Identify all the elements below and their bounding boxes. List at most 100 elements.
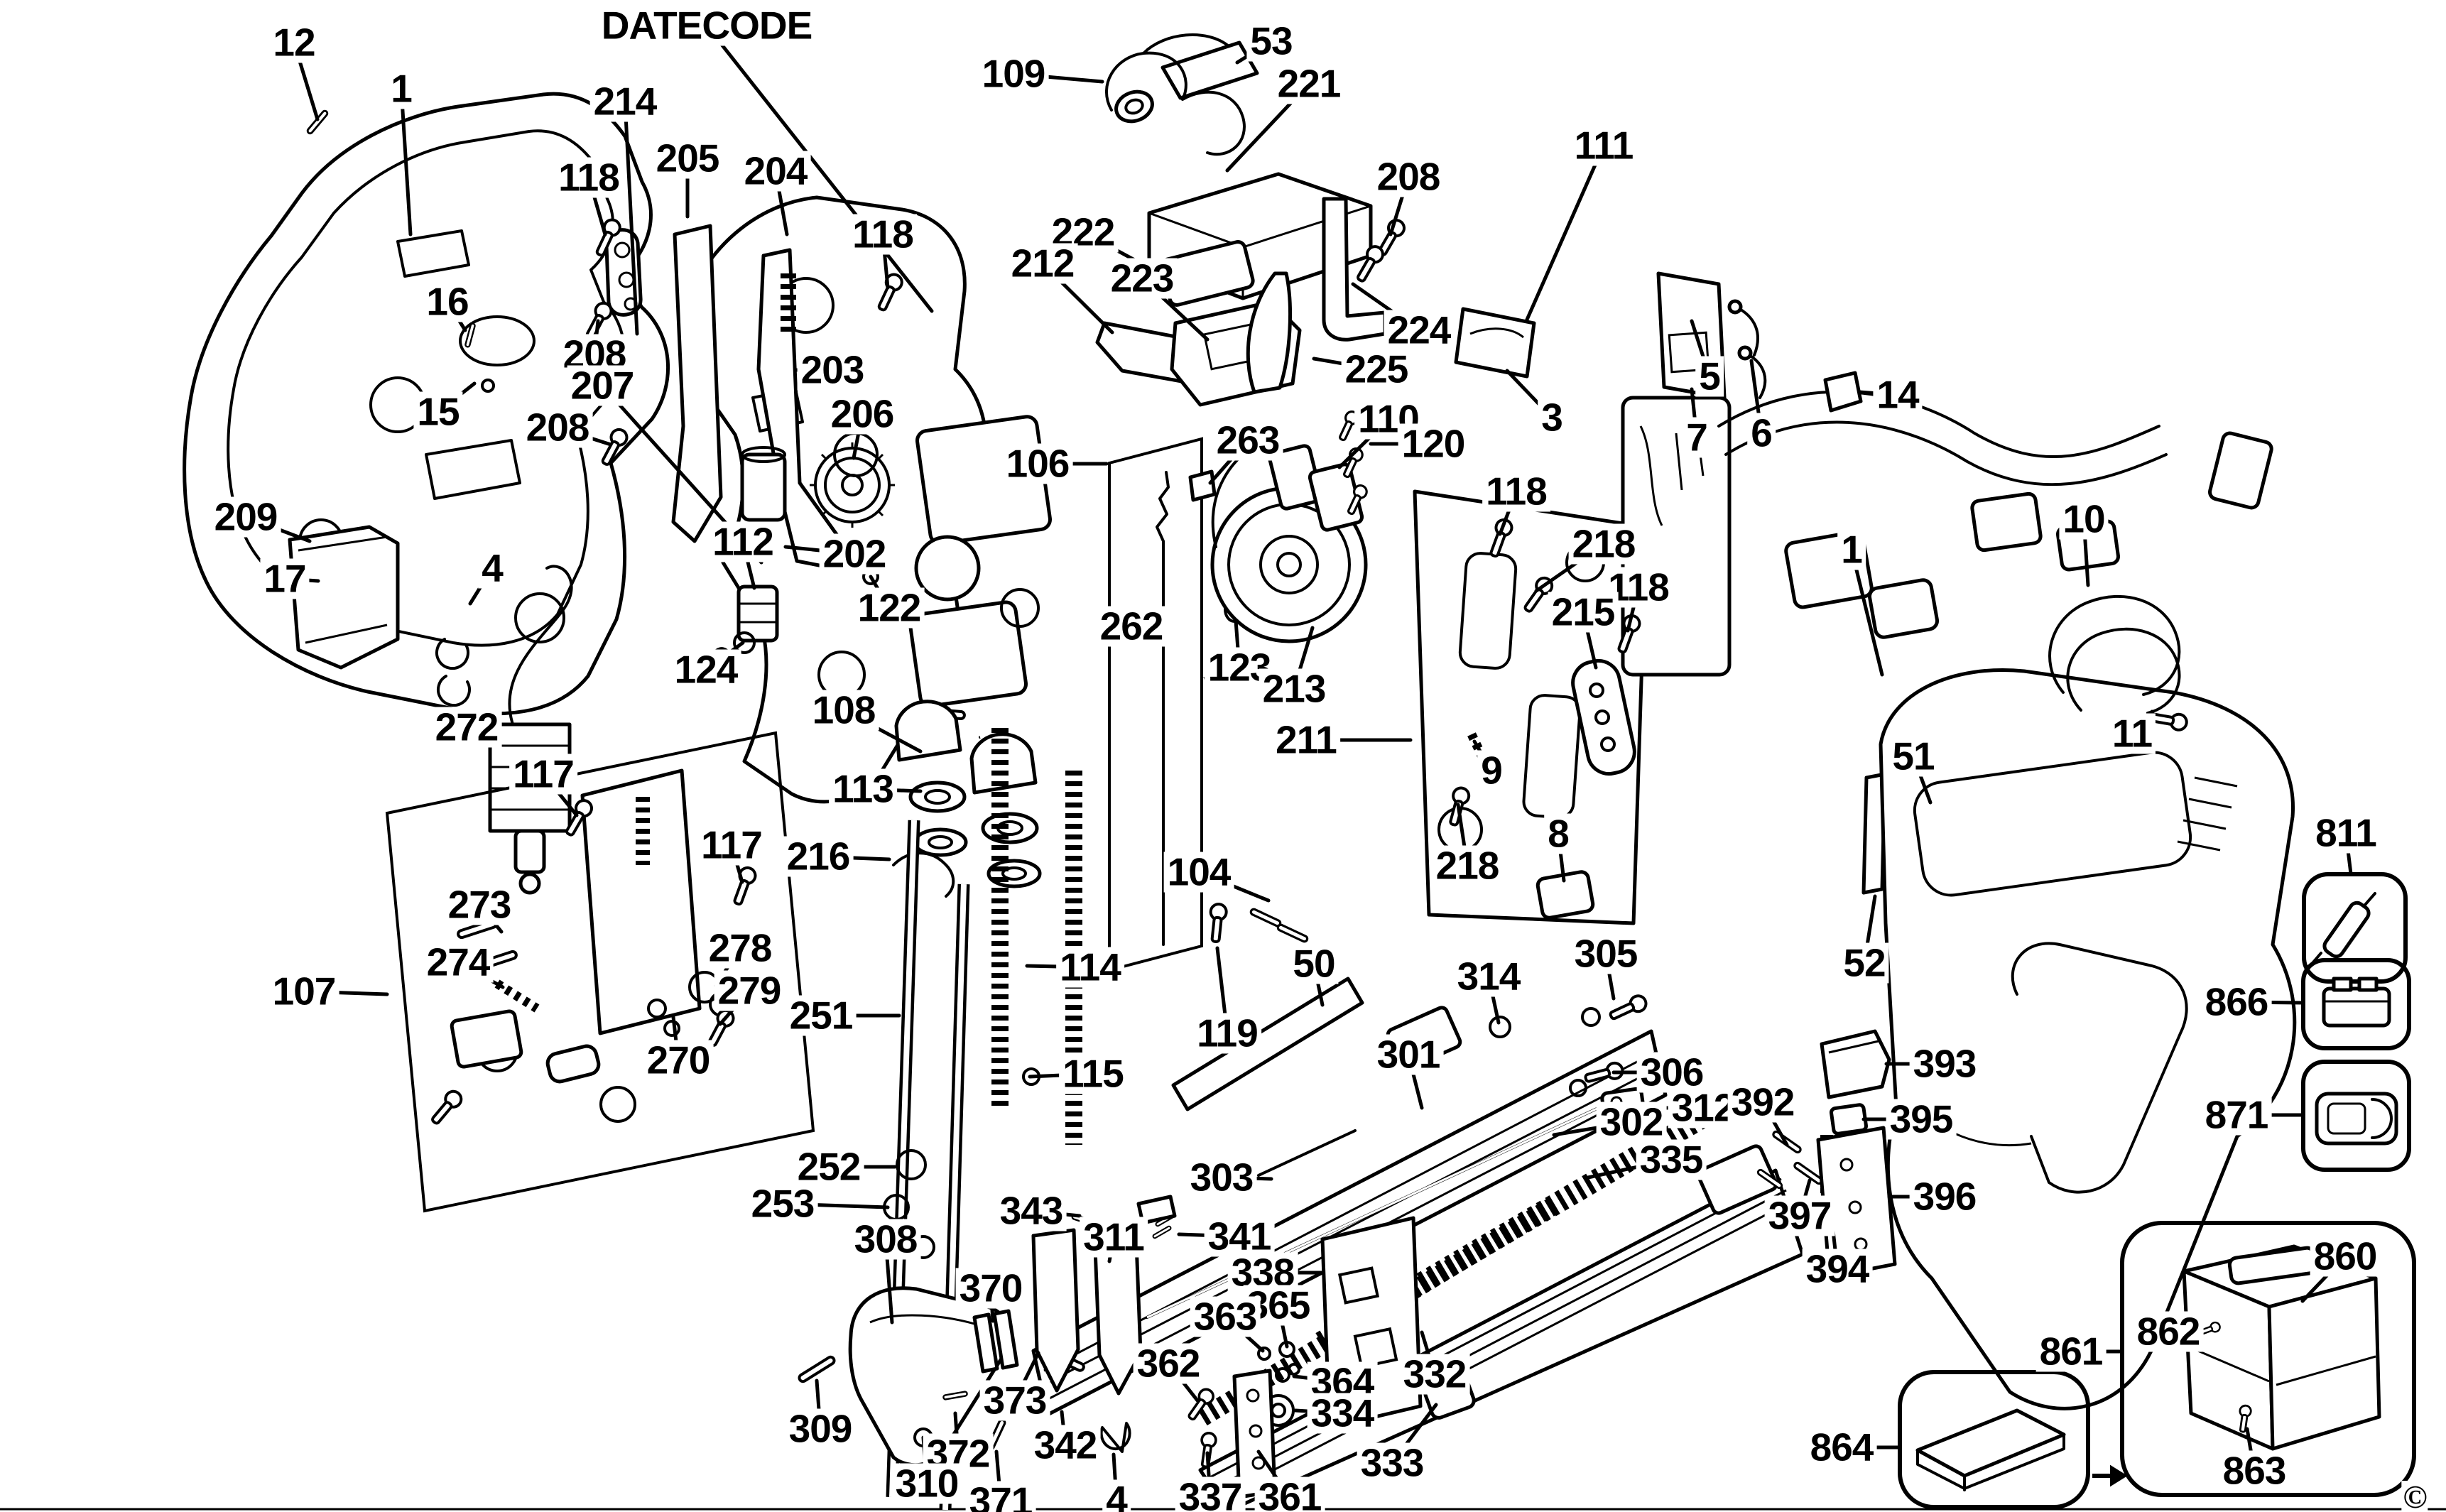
accessory-box-871	[2301, 1060, 2411, 1172]
part-callout-221: 221	[1273, 63, 1344, 104]
part-callout-206: 206	[827, 393, 898, 435]
part-callout-205: 205	[652, 138, 723, 179]
part-callout-301: 301	[1373, 1034, 1444, 1075]
part-callout-397: 397	[1764, 1195, 1835, 1236]
part-callout-4: 4	[1102, 1479, 1131, 1512]
part-callout-113: 113	[829, 768, 897, 810]
part-callout-15: 15	[413, 391, 463, 433]
part-callout-203: 203	[797, 349, 868, 391]
part-callout-370: 370	[955, 1268, 1026, 1309]
harness-111-drawing	[1268, 271, 2273, 776]
part-callout-311: 311	[1080, 1217, 1148, 1258]
leader-line-1	[399, 87, 413, 236]
part-callout-272: 272	[431, 707, 502, 748]
part-callout-51: 51	[1888, 736, 1938, 777]
part-callout-209: 209	[210, 496, 281, 538]
part-callout-278: 278	[705, 928, 776, 969]
part-callout-3: 3	[1538, 397, 1566, 438]
part-callout-215: 215	[1548, 592, 1619, 633]
part-callout-343: 343	[996, 1190, 1067, 1231]
wire-retainer-109-drawing	[1104, 33, 1246, 156]
part-callout-273: 273	[444, 884, 515, 925]
part-callout-52: 52	[1839, 942, 1889, 984]
part-callout-117: 117	[697, 825, 766, 866]
accessory-box-864-foam	[1898, 1370, 2128, 1509]
leader-line-111	[1525, 143, 1606, 322]
part-callout-111: 111	[1570, 125, 1637, 166]
part-callout-224: 224	[1384, 310, 1455, 351]
fastener-glyphs	[305, 109, 1643, 908]
part-callout-104: 104	[1163, 852, 1234, 893]
part-callout-212: 212	[1007, 243, 1078, 284]
part-callout-12: 12	[269, 22, 319, 63]
part-callout-120: 120	[1398, 423, 1469, 464]
part-callout-202: 202	[819, 533, 890, 575]
part-callout-395: 395	[1886, 1099, 1957, 1140]
part-callout-7: 7	[1683, 417, 1711, 458]
part-callout-6: 6	[1747, 413, 1776, 454]
part-callout-118: 118	[849, 214, 917, 255]
part-callout-862: 862	[2133, 1311, 2204, 1352]
part-callout-334: 334	[1307, 1393, 1378, 1434]
part-callout-811: 811	[2312, 812, 2380, 854]
part-callout-337: 337	[1175, 1476, 1246, 1512]
part-callout-119: 119	[1193, 1013, 1261, 1054]
part-callout-107: 107	[268, 971, 339, 1012]
part-callout-118: 118	[1482, 471, 1550, 512]
part-callout-225: 225	[1341, 349, 1412, 390]
part-callout-335: 335	[1636, 1139, 1707, 1180]
part-callout-864: 864	[1806, 1427, 1877, 1468]
part-callout-17: 17	[260, 558, 310, 599]
part-callout-112: 112	[709, 521, 777, 562]
part-callout-4: 4	[478, 548, 506, 589]
part-callout-252: 252	[793, 1146, 864, 1187]
part-callout-216: 216	[783, 836, 854, 877]
part-callout-341: 341	[1204, 1216, 1275, 1257]
part-callout-124: 124	[670, 649, 741, 690]
part-callout-270: 270	[643, 1040, 714, 1081]
part-callout-312: 312	[1668, 1087, 1739, 1128]
part-callout-214: 214	[589, 81, 661, 122]
part-callout-361: 361	[1254, 1476, 1325, 1512]
accessory-box-861-kitbox	[2120, 1221, 2416, 1497]
driver-blade-262-drawing	[1108, 437, 1245, 972]
part-callout-©: ©	[2401, 1479, 2428, 1512]
part-callout-109: 109	[978, 53, 1049, 94]
part-callout-305: 305	[1570, 933, 1641, 974]
switch-cover-cluster-drawing	[1147, 172, 1409, 407]
part-callout-394: 394	[1802, 1249, 1873, 1290]
part-callout-314: 314	[1453, 956, 1524, 997]
part-callout-332: 332	[1399, 1354, 1470, 1395]
part-callout-860: 860	[2310, 1236, 2381, 1277]
part-callout-303: 303	[1186, 1157, 1257, 1198]
part-callout-9: 9	[1477, 750, 1506, 791]
accessory-box-811	[2302, 872, 2408, 984]
part-callout-1: 1	[1837, 529, 1866, 570]
part-callout-207: 207	[567, 365, 638, 406]
part-callout-118: 118	[555, 157, 623, 198]
part-callout-871: 871	[2201, 1094, 2272, 1136]
part-callout-14: 14	[1873, 374, 1923, 415]
part-callout-213: 213	[1259, 668, 1330, 709]
part-callout-392: 392	[1727, 1082, 1798, 1123]
part-callout-218: 218	[1568, 523, 1639, 565]
part-callout-208: 208	[522, 407, 593, 448]
part-callout-16: 16	[423, 281, 472, 322]
part-callout-309: 309	[785, 1408, 856, 1450]
part-callout-396: 396	[1909, 1176, 1980, 1217]
part-callout-117: 117	[509, 754, 577, 795]
part-callout-253: 253	[747, 1183, 818, 1224]
part-callout-108: 108	[808, 690, 879, 731]
leader-line-1	[1849, 548, 1884, 677]
part-callout-122: 122	[854, 587, 925, 629]
part-callout-363: 363	[1190, 1296, 1261, 1337]
bracket-17-drawing	[288, 525, 471, 707]
part-callout-223: 223	[1107, 258, 1178, 299]
part-callout-DATECODE: DATECODE	[597, 5, 816, 46]
contact-trip-cluster-drawing	[796, 1195, 1177, 1467]
part-callout-262: 262	[1096, 606, 1167, 647]
leader-line-DATECODE	[705, 23, 934, 313]
part-callout-373: 373	[979, 1380, 1050, 1421]
